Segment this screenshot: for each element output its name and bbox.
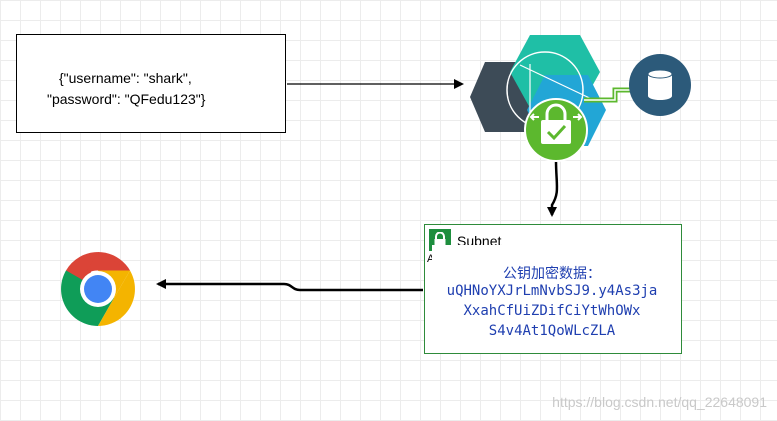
request-payload-box: {"username": "shark", "password": "QFedu… (16, 34, 286, 133)
request-username-line: {"username": "shark", (59, 70, 192, 86)
watermark: https://blog.csdn.net/qq_22648091 (552, 394, 767, 410)
request-password-line: "password": "QFedu123"} (47, 91, 206, 107)
subnet-to-browser-arrow (156, 279, 423, 292)
token-line-2: XxahCfUiZDifCiYtWhOWx (463, 303, 641, 319)
token-line-1: uQHNoYXJrLmNvbSJ9.y4As3ja (446, 283, 658, 299)
ssl-lock-icon (524, 98, 588, 162)
chrome-browser-icon (61, 252, 135, 326)
database-icon (629, 54, 691, 116)
database-connector (584, 87, 632, 103)
server-to-subnet-arrow (547, 159, 559, 217)
token-heading: 公钥加密数据： (503, 266, 601, 282)
token-panel: 公钥加密数据： uQHNoYXJrLmNvbSJ9.y4As3ja XxahCf… (432, 245, 672, 345)
token-line-3: S4v4At1QoWLcZLA (488, 323, 616, 339)
